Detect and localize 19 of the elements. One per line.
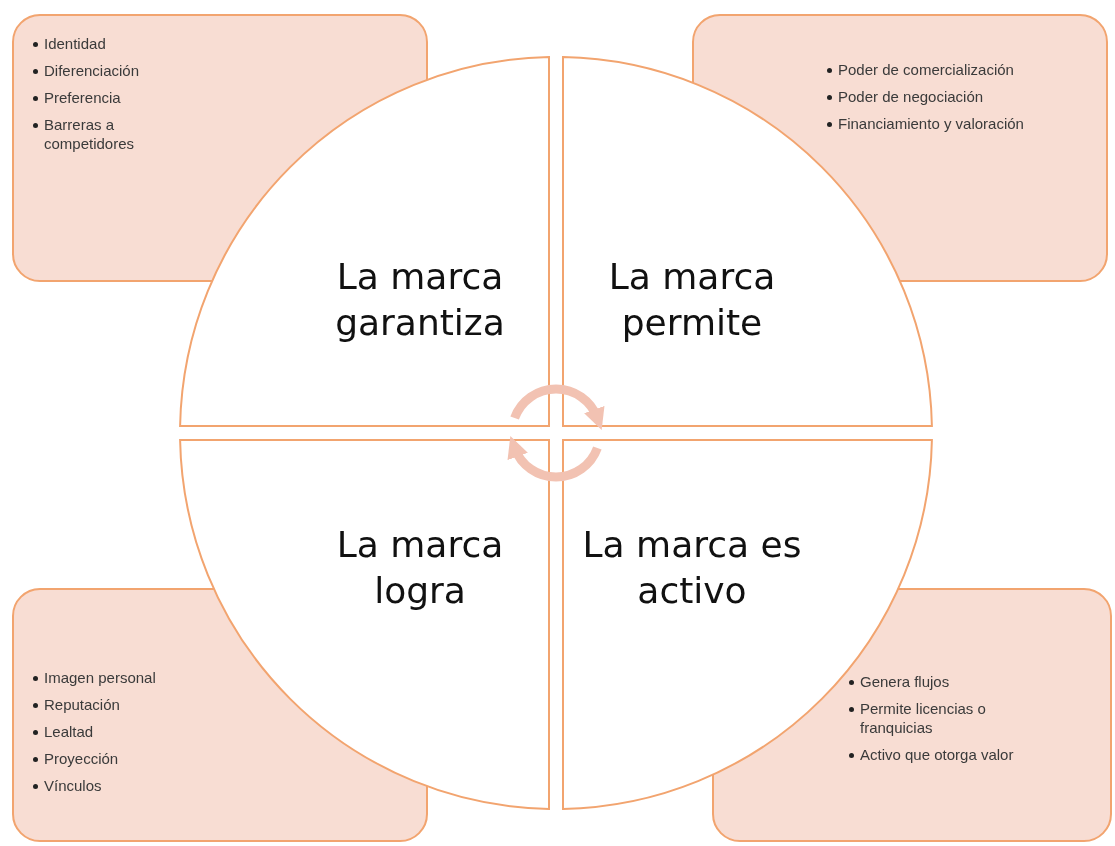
bullet-item: Identidad	[32, 34, 202, 53]
bullet-item: Preferencia	[32, 88, 202, 107]
bullet-item: Imagen personal	[32, 668, 242, 687]
bullet-item: Permite licencias o franquicias	[848, 699, 1058, 737]
bullet-item: Lealtad	[32, 722, 242, 741]
bullet-item: Diferenciación	[32, 61, 202, 80]
bullet-item: Proyección	[32, 749, 242, 768]
quadrant-title: La marca garantiza	[334, 255, 506, 345]
quadrant-title: La marca permite	[607, 255, 777, 345]
bullet-item: Genera flujos	[848, 672, 1058, 691]
bullet-item: Poder de comercialización	[826, 60, 1036, 79]
bullet-item: Poder de negociación	[826, 87, 1036, 106]
bullet-item: Activo que otorga valor	[848, 745, 1058, 764]
quadrant-title: La marca es activo	[582, 523, 802, 613]
bullet-item: Vínculos	[32, 776, 242, 795]
bullet-item: Financiamiento y valoración	[826, 114, 1036, 133]
bullet-item: Reputación	[32, 695, 242, 714]
quadrant-title: La marca logra	[335, 523, 505, 613]
bullet-item: Barreras a competidores	[32, 115, 202, 153]
